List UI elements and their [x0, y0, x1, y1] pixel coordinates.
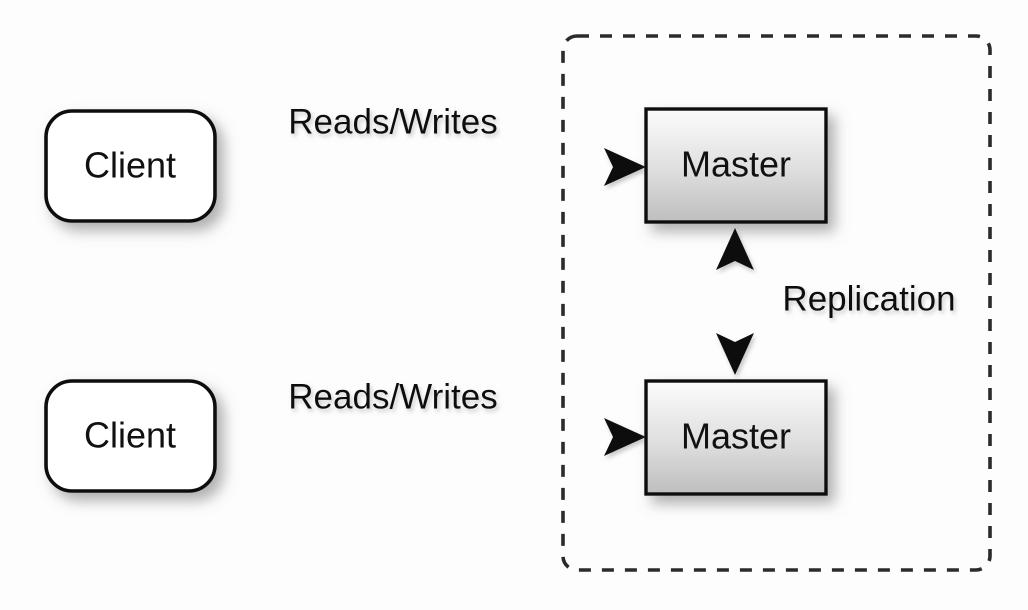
master-top-label: Master [681, 144, 791, 185]
client-top-label: Client [84, 145, 176, 186]
edge-replication-label: Replication [782, 279, 955, 318]
edge-top [216, 148, 646, 186]
edge-top-label: Reads/Writes [288, 102, 497, 141]
node-client-bottom[interactable]: Client [44, 379, 217, 493]
edge-bottom-label: Reads/Writes [288, 377, 497, 416]
edge-bottom-arrowhead [604, 418, 646, 456]
edge-replication-arrowhead-up [716, 228, 754, 270]
client-top-shape[interactable] [44, 109, 217, 223]
edge-replication-arrowhead-down [716, 333, 754, 375]
node-master-top[interactable]: Master [644, 107, 828, 224]
master-bottom-label: Master [681, 416, 791, 457]
edge-top-arrowhead [604, 148, 646, 186]
edge-bottom [216, 418, 646, 456]
node-master-bottom[interactable]: Master [644, 379, 828, 496]
client-bottom-label: Client [84, 415, 176, 456]
node-client-top[interactable]: Client [44, 109, 217, 223]
client-bottom-shape[interactable] [44, 379, 217, 493]
master-top-shape[interactable] [644, 107, 828, 224]
master-bottom-shape[interactable] [644, 379, 828, 496]
replication-cluster-boundary [561, 34, 992, 572]
edge-replication [716, 228, 754, 375]
